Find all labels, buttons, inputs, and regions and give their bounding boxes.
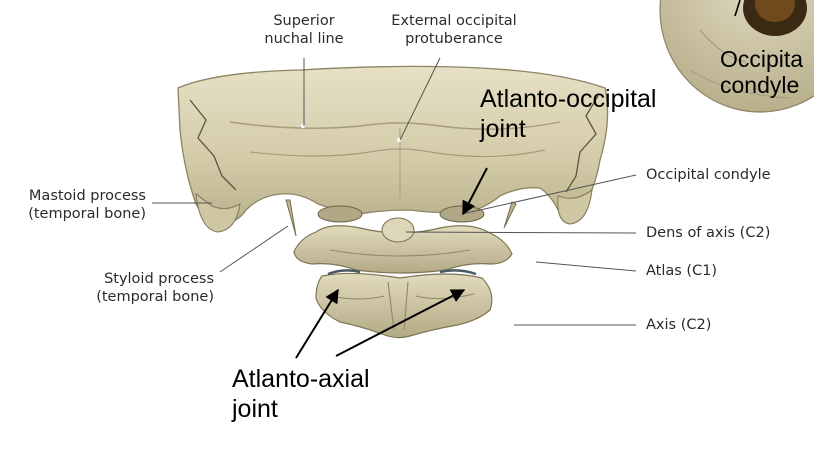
leader-occipital-condyle bbox=[461, 174, 637, 215]
inset-occipital-view bbox=[659, 0, 814, 113]
leader-lines bbox=[152, 57, 637, 326]
annotation-arrows bbox=[295, 167, 488, 359]
arrow-atlanto-axial-right bbox=[335, 289, 466, 357]
annotation-atlanto-axial-joint: Atlanto-axial joint bbox=[232, 365, 370, 423]
leader-dens bbox=[405, 231, 637, 234]
label-superior-nuchal-line: Superior nuchal line bbox=[264, 13, 344, 47]
label-dens-of-axis: Dens of axis (C2) bbox=[646, 225, 771, 241]
label-atlas: Atlas (C1) bbox=[646, 263, 718, 279]
lambdoid-suture bbox=[189, 99, 237, 191]
annotation-atlanto-occipital-joint: Atlanto-occipital joint bbox=[480, 85, 657, 143]
condyle-left bbox=[317, 205, 363, 223]
arrow-atlanto-axial-left bbox=[295, 288, 339, 359]
dens-axis bbox=[381, 217, 415, 243]
mastoid-right bbox=[557, 188, 593, 225]
label-styloid-process: Styloid process (temporal bone) bbox=[96, 271, 214, 305]
styloid-right bbox=[503, 201, 517, 229]
label-axis: Axis (C2) bbox=[646, 317, 712, 333]
label-mastoid-process: Mastoid process (temporal bone) bbox=[28, 188, 146, 222]
label-occipital-condyle: Occipital condyle bbox=[646, 167, 771, 183]
inset-leader bbox=[734, 0, 741, 17]
inset-label-occipital-condyle: Occipita condyle bbox=[720, 46, 804, 98]
leader-styloid bbox=[219, 225, 289, 273]
styloid-left bbox=[285, 199, 297, 237]
arrow-atlanto-occipital bbox=[462, 167, 488, 216]
axis-c2 bbox=[315, 269, 493, 339]
occipital-bone bbox=[177, 65, 609, 225]
leader-atlas bbox=[535, 261, 637, 272]
label-external-occipital-protuberance: External occipital protuberance bbox=[391, 13, 517, 47]
leader-ext-occipital bbox=[399, 57, 441, 141]
skull-base bbox=[177, 65, 609, 237]
atlas-c1 bbox=[293, 217, 513, 274]
